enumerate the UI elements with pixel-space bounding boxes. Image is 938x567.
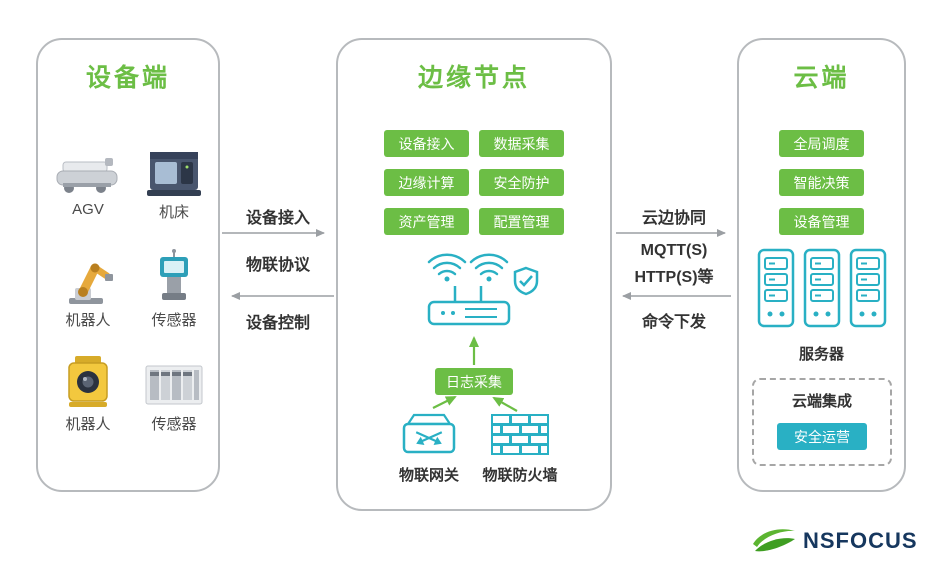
- link-device-control-label: 设备控制: [245, 315, 310, 332]
- server-icon: [757, 248, 795, 328]
- iot-gateway-label: 物联网关: [398, 467, 459, 484]
- device-label: 传感器: [151, 416, 197, 433]
- device-label: 机床: [158, 204, 189, 221]
- cloud-fn-device-management: 设备管理: [779, 208, 864, 235]
- server-cluster-icon: [757, 248, 887, 328]
- device-item: 机床: [132, 138, 216, 222]
- vision-camera-icon: [63, 350, 113, 410]
- device-item: 传感器: [132, 246, 216, 330]
- edge-fn-config-management: 配置管理: [479, 208, 564, 235]
- security-operations-pill: 安全运营: [777, 423, 867, 450]
- iot-firewall-label: 物联防火墙: [482, 467, 558, 484]
- cloud-fn-global-scheduling: 全局调度: [779, 130, 864, 157]
- edge-log-collection-pill: 日志采集: [435, 368, 513, 395]
- edge-fn-device-access: 设备接入: [384, 130, 469, 157]
- device-panel: [36, 38, 220, 492]
- edge-fn-edge-computing: 边缘计算: [384, 169, 469, 196]
- device-label: 机器人: [65, 416, 111, 433]
- cloud-integration-box: [752, 378, 892, 466]
- server-icon: [803, 248, 841, 328]
- link-cloud-edge-sync-label: 云边协同: [641, 210, 706, 227]
- device-label: AGV: [72, 201, 104, 218]
- link-protocol-mqtt-label: MQTT(S): [640, 242, 708, 259]
- iot-firewall-icon: [491, 414, 549, 458]
- nsfocus-logo-icon: [752, 524, 796, 558]
- link-command-dispatch-label: 命令下发: [641, 314, 706, 331]
- device-label: 传感器: [151, 312, 197, 329]
- sensor-transmitter-icon: [152, 246, 196, 306]
- device-panel-title: 设备端: [85, 64, 170, 92]
- device-item: 传感器: [132, 350, 216, 434]
- agv-icon: [55, 138, 121, 198]
- iot-gateway-icon: [400, 408, 458, 458]
- robot-arm-icon: [61, 246, 115, 306]
- device-label: 机器人: [65, 312, 111, 329]
- edge-panel: [336, 38, 612, 511]
- link-device-access-label: 设备接入: [245, 210, 310, 227]
- sensor-rack-icon: [144, 350, 204, 410]
- device-item: 机器人: [46, 350, 130, 434]
- edge-fn-asset-management: 资产管理: [384, 208, 469, 235]
- cloud-fn-intelligent-decision: 智能决策: [779, 169, 864, 196]
- link-iot-protocol-label: 物联协议: [245, 257, 310, 274]
- server-label: 服务器: [798, 346, 844, 363]
- edge-fn-data-collection: 数据采集: [479, 130, 564, 157]
- machine-tool-icon: [145, 138, 203, 198]
- nsfocus-logo-text: NSFOCUS: [803, 528, 918, 553]
- cloud-panel-title: 云端: [793, 64, 850, 92]
- edge-panel-title: 边缘节点: [417, 64, 530, 92]
- server-icon: [849, 248, 887, 328]
- nsfocus-logo: NSFOCUS: [752, 524, 918, 558]
- device-item: AGV: [46, 138, 130, 218]
- device-item: 机器人: [46, 246, 130, 330]
- link-protocol-http-label: HTTP(S)等: [634, 269, 714, 286]
- edge-fn-security-protection: 安全防护: [479, 169, 564, 196]
- edge-router-icon: [399, 240, 549, 332]
- cloud-integration-label: 云端集成: [791, 393, 852, 410]
